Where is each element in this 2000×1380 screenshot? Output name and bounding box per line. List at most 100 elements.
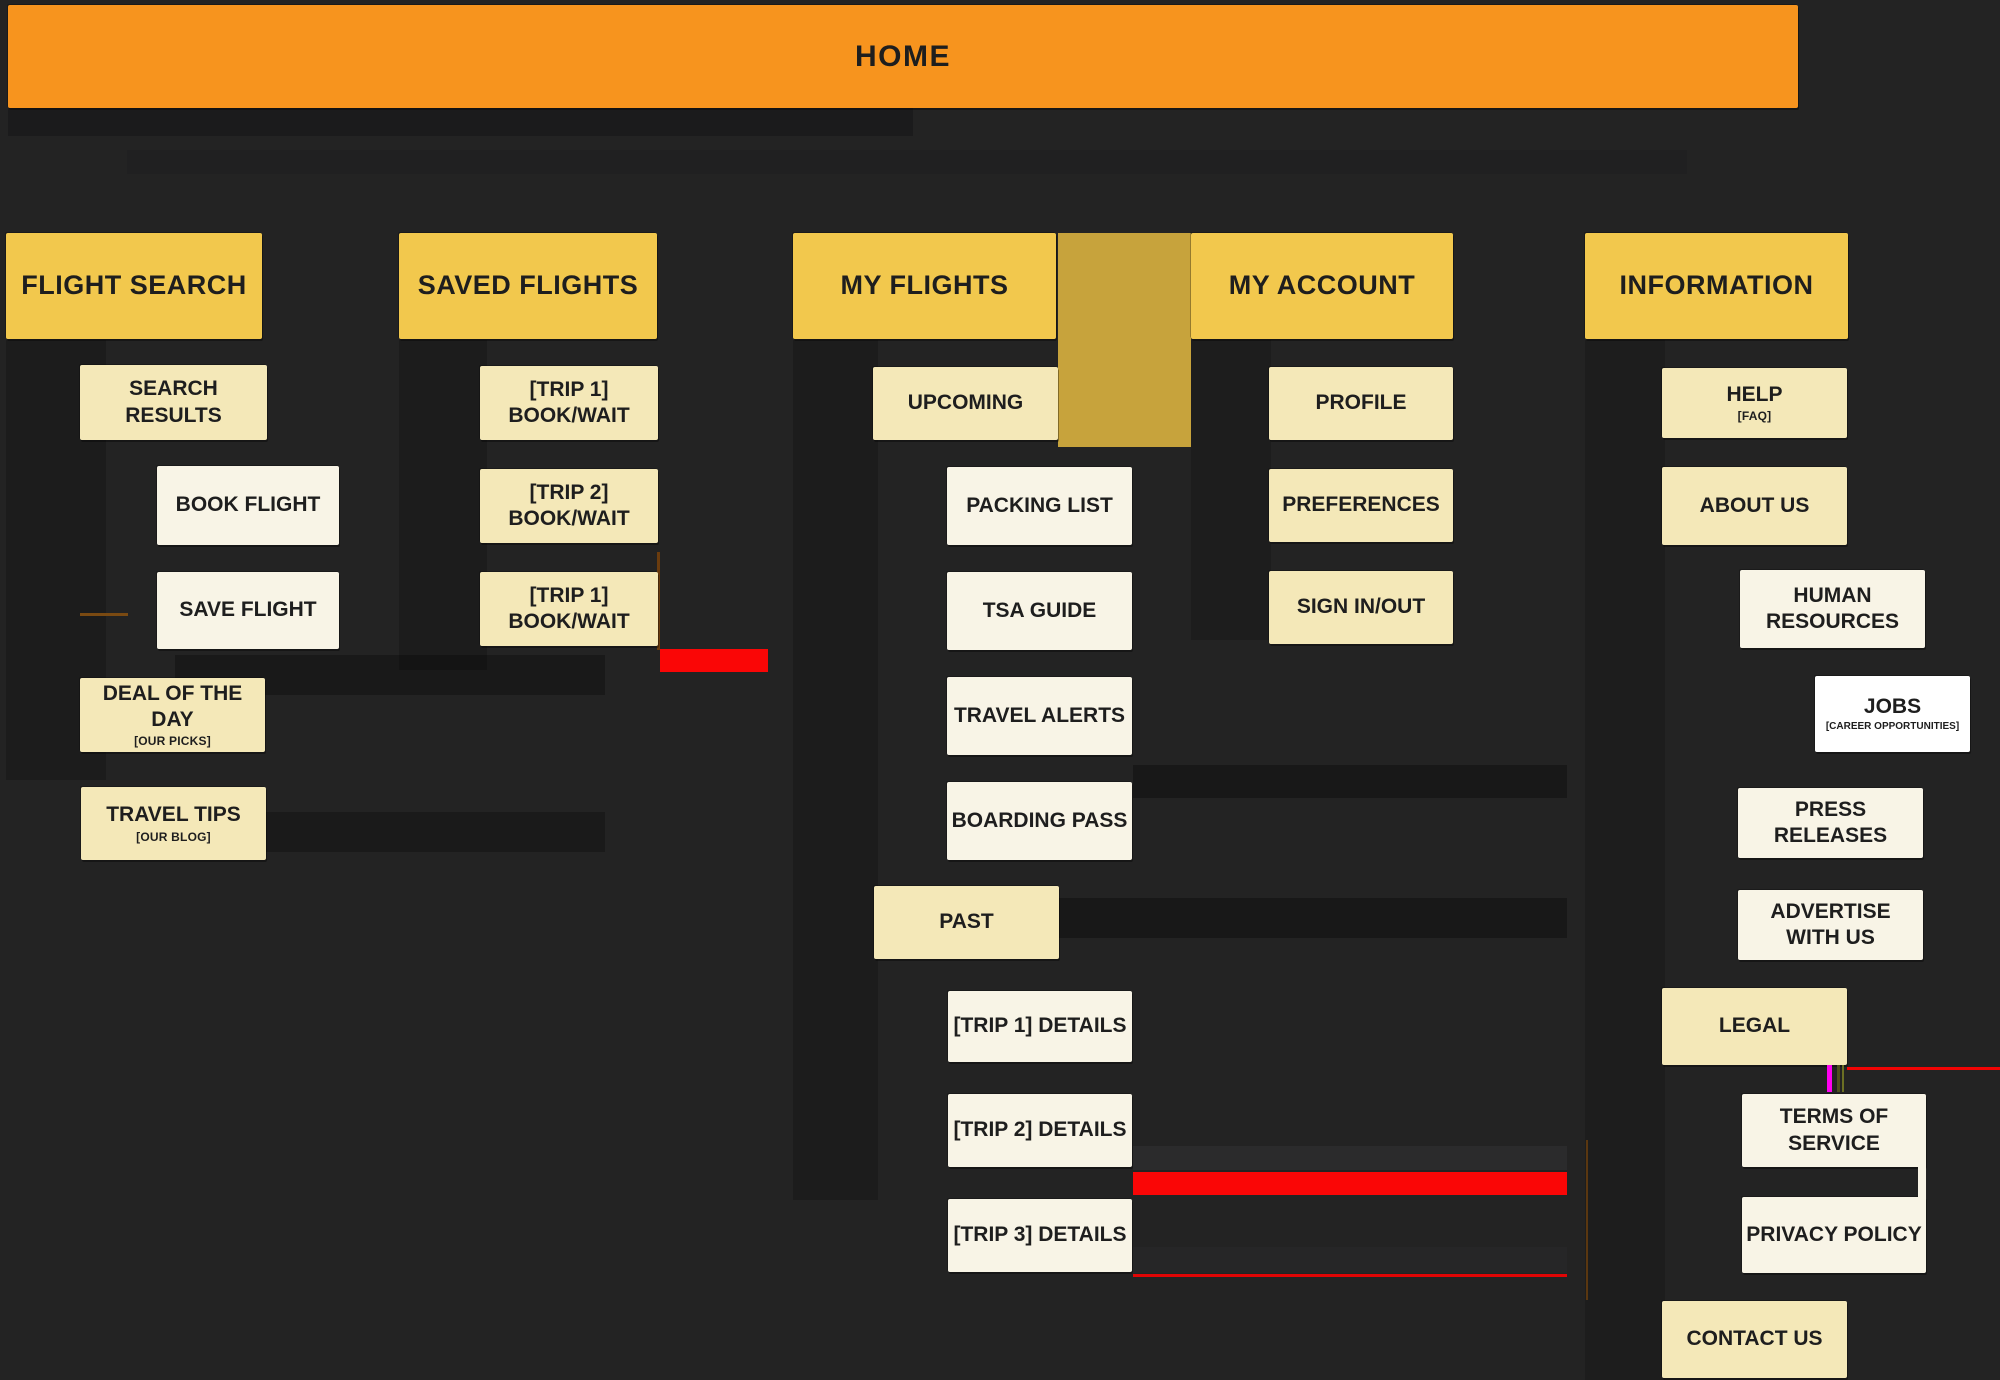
node-help[interactable]: HELP [FAQ] <box>1662 368 1847 438</box>
node-deal-of-the-day[interactable]: DEAL OF THE DAY [OUR PICKS] <box>80 678 265 752</box>
node-human-resources[interactable]: HUMAN RESOURCES <box>1740 570 1925 648</box>
node-label: [TRIP 1] <box>529 583 609 607</box>
gold-highlight-band <box>1058 233 1191 447</box>
node-label: BOOK FLIGHT <box>175 493 321 517</box>
node-sublabel: [OUR BLOG] <box>136 829 211 844</box>
texture-strip <box>8 108 913 136</box>
node-label: [TRIP 1] DETAILS <box>953 1014 1127 1038</box>
node-trip-3-details[interactable]: [TRIP 3] DETAILS <box>948 1199 1132 1272</box>
node-label: BOOK/WAIT <box>508 404 630 427</box>
node-book-flight[interactable]: BOOK FLIGHT <box>157 466 339 545</box>
node-label: WITH US <box>1786 926 1875 949</box>
section-header-my-account[interactable]: MY ACCOUNT <box>1191 233 1453 339</box>
texture-strip <box>1133 765 1567 798</box>
node-sign-in-out[interactable]: SIGN IN/OUT <box>1269 571 1453 644</box>
node-trip-2-details[interactable]: [TRIP 2] DETAILS <box>948 1094 1132 1167</box>
section-label: SAVED FLIGHTS <box>417 270 639 301</box>
node-travel-alerts[interactable]: TRAVEL ALERTS <box>947 677 1132 755</box>
texture-strip <box>1585 340 1665 1380</box>
node-label: SEARCH RESULTS <box>125 377 222 427</box>
node-label: TERMS OF <box>1779 1105 1889 1129</box>
node-saved-trip-1[interactable]: [TRIP 1] BOOK/WAIT <box>480 366 658 440</box>
node-contact-us[interactable]: CONTACT US <box>1662 1301 1847 1378</box>
texture-strip <box>1059 898 1567 938</box>
node-label: ADVERTISE <box>1770 899 1891 923</box>
node-past[interactable]: PAST <box>874 886 1059 959</box>
connector-hairline <box>1586 1140 1588 1300</box>
node-press-releases[interactable]: PRESS RELEASES <box>1738 788 1923 858</box>
node-boarding-pass[interactable]: BOARDING PASS <box>947 782 1132 860</box>
red-marker-bar <box>660 649 768 672</box>
node-label: [TRIP 2] <box>529 480 609 504</box>
node-label: [TRIP 3] DETAILS <box>953 1223 1127 1247</box>
texture-strip <box>265 812 605 852</box>
section-label: MY FLIGHTS <box>840 270 1009 301</box>
node-label: TSA GUIDE <box>982 598 1097 622</box>
texture-strip <box>1133 1146 1567 1170</box>
node-label: PREFERENCES <box>1282 493 1440 517</box>
node-label: PAST <box>939 910 994 934</box>
node-trip-1-details[interactable]: [TRIP 1] DETAILS <box>948 991 1132 1062</box>
node-label: LEGAL <box>1718 1014 1791 1038</box>
node-packing-list[interactable]: PACKING LIST <box>947 467 1132 545</box>
node-privacy-policy[interactable]: PRIVACY POLICY <box>1742 1197 1926 1273</box>
node-search-results[interactable]: SEARCH RESULTS <box>80 365 267 440</box>
node-sublabel: [OUR PICKS] <box>134 734 211 749</box>
node-saved-trip-2[interactable]: [TRIP 2] BOOK/WAIT <box>480 469 658 543</box>
node-label: HUMAN <box>1793 583 1872 607</box>
texture-strip <box>793 340 878 1200</box>
texture-strip <box>127 150 1687 174</box>
node-saved-trip-3[interactable]: [TRIP 1] BOOK/WAIT <box>480 572 658 646</box>
connector-hairline <box>80 613 128 616</box>
node-upcoming[interactable]: UPCOMING <box>873 367 1058 440</box>
node-label: BOOK/WAIT <box>508 610 630 633</box>
node-label: PACKING LIST <box>966 493 1113 517</box>
section-header-saved-flights[interactable]: SAVED FLIGHTS <box>399 233 657 339</box>
node-preferences[interactable]: PREFERENCES <box>1269 469 1453 542</box>
node-save-flight[interactable]: SAVE FLIGHT <box>157 572 339 649</box>
node-about-us[interactable]: ABOUT US <box>1662 467 1847 545</box>
node-label: SIGN IN/OUT <box>1296 595 1426 619</box>
olive-marker-tick <box>1842 1065 1844 1092</box>
section-label: MY ACCOUNT <box>1228 270 1416 301</box>
section-header-flight-search[interactable]: FLIGHT SEARCH <box>6 233 262 339</box>
texture-strip <box>399 340 487 670</box>
section-header-information[interactable]: INFORMATION <box>1585 233 1848 339</box>
node-label: PROFILE <box>1315 391 1407 415</box>
node-label: BOOK/WAIT <box>508 507 630 530</box>
node-label: PRESS RELEASES <box>1773 797 1888 847</box>
node-advertise-with-us[interactable]: ADVERTISE WITH US <box>1738 890 1923 960</box>
red-marker-bar <box>1133 1172 1567 1195</box>
node-tsa-guide[interactable]: TSA GUIDE <box>947 572 1132 650</box>
home-node[interactable]: HOME <box>8 5 1798 108</box>
node-label: JOBS <box>1863 695 1922 719</box>
cream-sliver <box>1918 1165 1926 1199</box>
node-label: UPCOMING <box>907 391 1024 415</box>
node-label: TRAVEL ALERTS <box>953 703 1126 727</box>
red-marker-line <box>1847 1067 2000 1070</box>
magenta-marker-tick <box>1827 1065 1832 1092</box>
texture-strip <box>1191 340 1271 640</box>
node-label: CONTACT US <box>1686 1327 1823 1351</box>
node-sublabel: [CAREER OPPORTUNITIES] <box>1825 721 1960 733</box>
section-label: FLIGHT SEARCH <box>21 270 247 301</box>
node-legal[interactable]: LEGAL <box>1662 988 1847 1065</box>
node-label: [TRIP 1] <box>529 377 609 401</box>
node-terms-of-service[interactable]: TERMS OF SERVICE <box>1742 1094 1926 1167</box>
red-marker-line <box>1133 1274 1567 1277</box>
node-label: [TRIP 2] DETAILS <box>953 1118 1127 1142</box>
section-header-my-flights[interactable]: MY FLIGHTS <box>793 233 1056 339</box>
node-label: PRIVACY POLICY <box>1746 1222 1922 1246</box>
texture-strip <box>1133 1247 1567 1273</box>
node-sublabel: [FAQ] <box>1737 409 1772 424</box>
node-label: SAVE FLIGHT <box>179 598 317 622</box>
node-label: DEAL OF THE DAY <box>102 681 243 731</box>
node-jobs[interactable]: JOBS [CAREER OPPORTUNITIES] <box>1815 676 1970 752</box>
node-label: ABOUT US <box>1699 493 1810 517</box>
olive-marker-tick <box>1837 1065 1840 1092</box>
node-label: BOARDING PASS <box>951 808 1128 832</box>
node-travel-tips[interactable]: TRAVEL TIPS [OUR BLOG] <box>81 787 266 860</box>
node-profile[interactable]: PROFILE <box>1269 367 1453 440</box>
node-label: HELP <box>1726 382 1783 406</box>
